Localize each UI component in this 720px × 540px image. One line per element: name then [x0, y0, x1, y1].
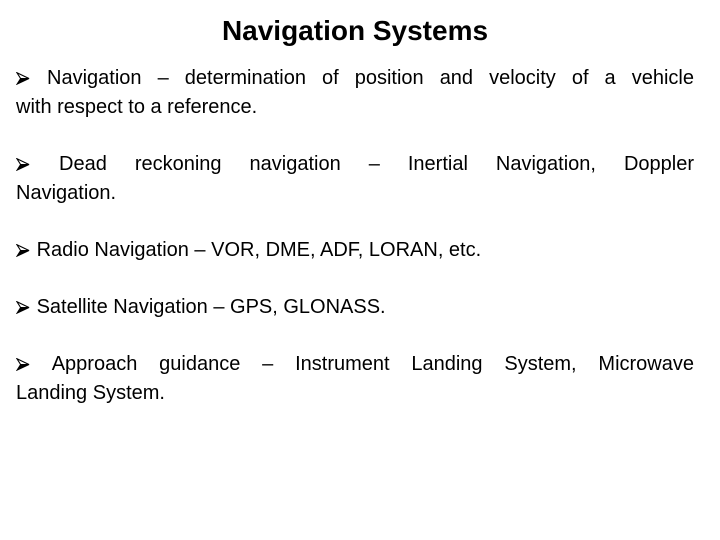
bullet-paragraph: Dead reckoning navigation – Inertial Nav…: [16, 150, 694, 208]
bullet-text: Approach guidance – Instrument Landing S…: [51, 353, 694, 375]
paragraph-line: Navigation.: [16, 182, 117, 204]
paragraph-line: Dead reckoning navigation – Inertial Nav…: [16, 150, 694, 179]
slide-title: Navigation Systems: [221, 15, 489, 46]
bullet-text: Dead reckoning navigation – Inertial Nav…: [59, 153, 694, 175]
bullet-text: Radio Navigation – VOR, DME, ADF, LORAN,…: [36, 239, 482, 261]
bullet-paragraph: Radio Navigation – VOR, DME, ADF, LORAN,…: [16, 236, 694, 265]
bullet-text: Navigation – determination of position a…: [47, 67, 694, 89]
bullet-paragraph: Satellite Navigation – GPS, GLONASS.: [16, 293, 694, 322]
arrow-bullet-icon: [16, 236, 31, 265]
arrow-bullet-icon: [16, 293, 31, 322]
arrow-bullet-icon: [16, 350, 31, 379]
paragraph-line: Satellite Navigation – GPS, GLONASS.: [16, 293, 694, 322]
bullet-text: Satellite Navigation – GPS, GLONASS.: [36, 296, 386, 318]
arrow-bullet-icon: [16, 150, 31, 179]
bullet-paragraph: Approach guidance – Instrument Landing S…: [16, 350, 694, 408]
paragraph-line: Navigation – determination of position a…: [16, 64, 694, 93]
arrow-bullet-icon: [16, 64, 31, 93]
paragraph-line: Radio Navigation – VOR, DME, ADF, LORAN,…: [16, 236, 694, 265]
paragraph-line: Landing System.: [16, 382, 165, 404]
paragraph-line: Approach guidance – Instrument Landing S…: [16, 350, 694, 379]
paragraph-line: with respect to a reference.: [16, 96, 258, 118]
bullet-paragraph: Navigation – determination of position a…: [16, 64, 694, 122]
